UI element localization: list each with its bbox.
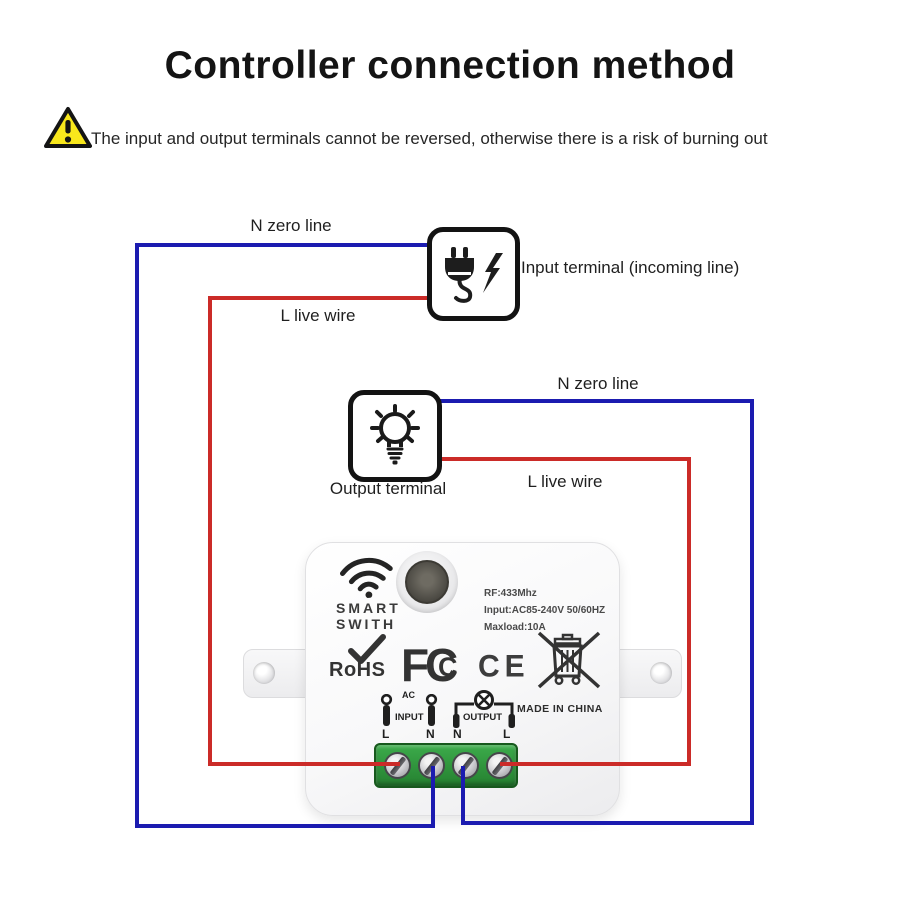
label-output-live: L live wire (527, 472, 603, 491)
brand-line-2: SWITH (336, 616, 397, 632)
label-output-terminal: Output terminal (329, 479, 447, 498)
terminal-screw-output-n (452, 752, 479, 779)
brand-line-1: SMART (336, 600, 401, 616)
light-bulb-icon (370, 404, 420, 465)
wire-input-live-bottom (208, 762, 400, 766)
device-specs: RF:433Mhz Input:AC85-240V 50/60HZ Maxloa… (484, 585, 605, 636)
warning-text: The input and output terminals cannot be… (91, 129, 768, 148)
mounting-ear-right (616, 649, 682, 698)
wire-output-live-right (687, 457, 691, 766)
wire-input-neutral-top (135, 243, 428, 247)
wire-output-neutral-right (750, 399, 754, 825)
wire-input-neutral-bottom (135, 824, 435, 828)
mounting-hole-left (253, 662, 275, 684)
fcc-mark: F C C (401, 645, 471, 687)
wire-input-neutral-riser (431, 766, 435, 828)
weee-bin-icon (537, 630, 601, 690)
made-in-label: MADE IN CHINA (517, 703, 603, 715)
svg-text:C: C (425, 645, 458, 687)
pairing-button (396, 551, 458, 613)
output-terminal-box (348, 390, 442, 482)
wire-output-live-bottom (500, 762, 691, 766)
wire-input-live-left (208, 296, 212, 766)
checkmark-icon (348, 634, 386, 664)
mounting-hole-right (650, 662, 672, 684)
label-input-live: L live wire (280, 306, 356, 325)
pin-label-output-l: L (503, 727, 511, 741)
spec-input: Input:AC85-240V 50/60HZ (484, 605, 606, 616)
rohs-mark: RoHS (329, 659, 386, 681)
input-label: INPUT (395, 712, 424, 723)
svg-text:F: F (401, 645, 429, 687)
power-plug-icon (444, 247, 503, 303)
pin-label-input-n: N (426, 727, 435, 741)
label-input-neutral: N zero line (250, 216, 332, 235)
wire-output-neutral-top (430, 399, 754, 403)
label-output-neutral: N zero line (557, 374, 639, 393)
pin-label-input-l: L (382, 727, 390, 741)
output-label: OUTPUT (463, 712, 503, 723)
ce-mark: CE (478, 649, 530, 684)
output-lamp-bracket-icon (452, 688, 516, 732)
ac-label: AC (402, 690, 415, 700)
page-title: Controller connection method (164, 44, 736, 87)
spec-rf: RF:433Mhz (484, 588, 537, 599)
pin-label-output-n: N (453, 727, 462, 741)
input-terminal-box (427, 227, 520, 321)
wire-input-live-top (208, 296, 428, 300)
wire-input-neutral-left (135, 243, 139, 828)
mounting-ear-left (243, 649, 309, 698)
wire-output-neutral-bottom (461, 821, 754, 825)
wire-output-neutral-riser (461, 766, 465, 825)
spec-maxload: Maxload:10A (484, 622, 546, 633)
pin-symbol-input-n (424, 694, 439, 730)
warning-triangle-icon (44, 106, 92, 150)
pin-symbol-input-l (379, 694, 394, 730)
wifi-icon (336, 553, 398, 601)
svg-text:C: C (438, 652, 458, 682)
wire-output-live-top (430, 457, 691, 461)
pairing-button-center (405, 560, 449, 604)
label-input-terminal: Input terminal (incoming line) (521, 258, 740, 277)
